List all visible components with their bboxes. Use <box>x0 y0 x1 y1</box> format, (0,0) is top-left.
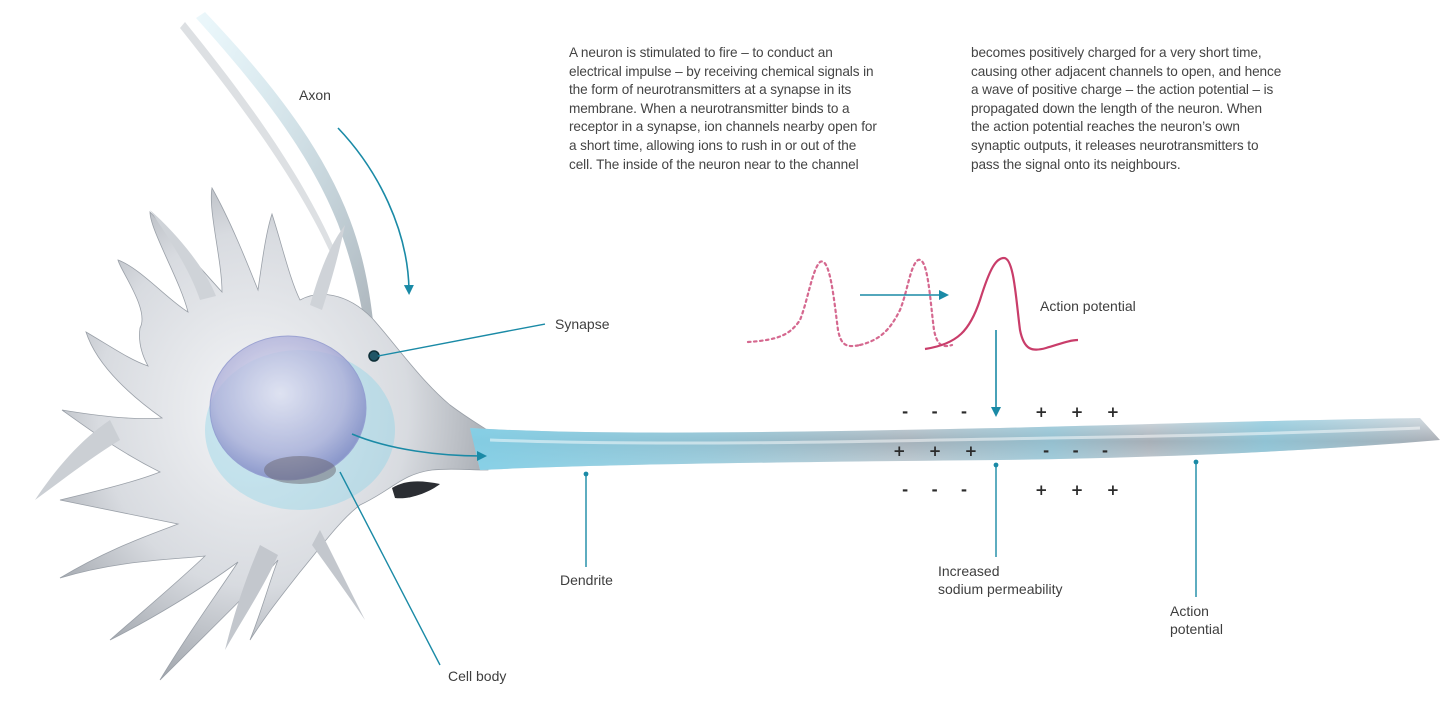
label-line: Action <box>1170 602 1223 620</box>
description-line: pass the signal onto its neighbours. <box>971 156 1336 175</box>
label-action-potential-axon: Action potential <box>1170 602 1223 638</box>
description-line: propagated down the length of the neuron… <box>971 100 1336 119</box>
description-line: A neuron is stimulated to fire – to cond… <box>569 44 934 63</box>
cell-body-to-axon-arrow <box>352 434 482 456</box>
label-cell-body: Cell body <box>448 667 506 685</box>
action-potential-dotted-wave-2 <box>860 260 952 346</box>
description-line: membrane. When a neurotransmitter binds … <box>569 100 934 119</box>
synapse-leader-line <box>378 324 545 356</box>
description-line: a wave of positive charge – the action p… <box>971 81 1336 100</box>
label-line: Increased <box>938 562 1063 580</box>
charge-mid-right: - - - <box>1043 442 1117 460</box>
description-line: becomes positively charged for a very sh… <box>971 44 1336 63</box>
action-potential-dotted-wave-1 <box>748 261 860 346</box>
description-line: synaptic outputs, it releases neurotrans… <box>971 137 1336 156</box>
description-line: receptor in a synapse, ion channels near… <box>569 118 934 137</box>
description-line: the form of neurotransmitters at a synap… <box>569 81 934 100</box>
axon-pointer-arrow <box>338 128 409 290</box>
label-action-potential-wave: Action potential <box>1040 297 1136 315</box>
description-line: the action potential reaches the neuron’… <box>971 118 1336 137</box>
description-line: cell. The inside of the neuron near to t… <box>569 156 934 175</box>
description-paragraph-right: becomes positively charged for a very sh… <box>971 44 1336 174</box>
label-dendrite: Dendrite <box>560 571 613 589</box>
charge-bottom-left: - - - <box>902 481 976 499</box>
dendrite-point <box>584 472 589 477</box>
charge-top-right: + + + <box>1035 403 1128 421</box>
label-axon: Axon <box>299 86 331 104</box>
cell-body-leader-line <box>340 472 440 665</box>
charge-top-left: - - - <box>902 403 976 421</box>
label-synapse: Synapse <box>555 315 609 333</box>
label-increased-sodium-permeability: Increased sodium permeability <box>938 562 1063 598</box>
description-paragraph-left: A neuron is stimulated to fire – to cond… <box>569 44 934 174</box>
permeability-point <box>994 463 999 468</box>
charge-mid-left: + + + <box>893 442 986 460</box>
description-line: electrical impulse – by receiving chemic… <box>569 63 934 82</box>
label-line: sodium permeability <box>938 580 1063 598</box>
axon-action-potential-point <box>1194 460 1199 465</box>
description-line: a short time, allowing ions to rush in o… <box>569 137 934 156</box>
label-line: potential <box>1170 620 1223 638</box>
charge-bottom-right: + + + <box>1035 481 1128 499</box>
description-line: causing other adjacent channels to open,… <box>971 63 1336 82</box>
